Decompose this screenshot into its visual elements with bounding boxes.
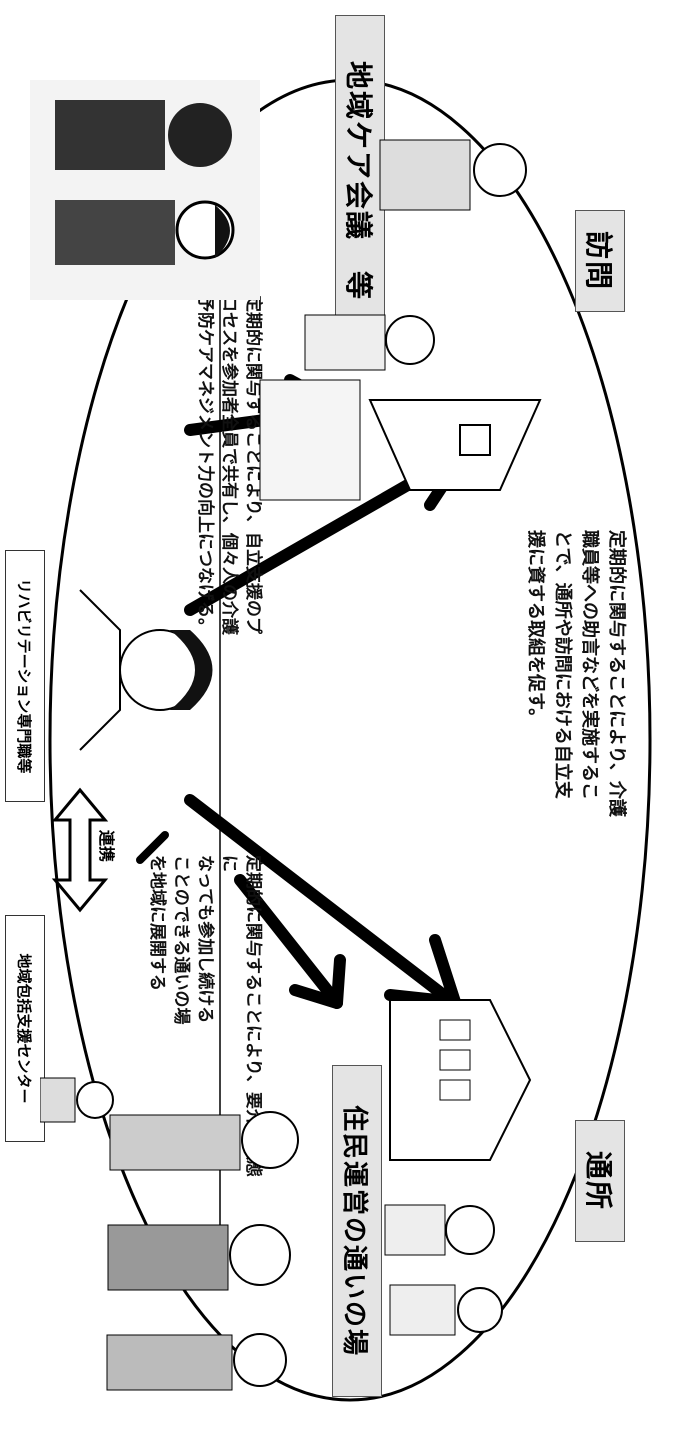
dayservice-illustration: [384, 999, 532, 1336]
visit-label: 訪問: [575, 210, 625, 312]
rehab-role-box: リハビリテーション専門職等: [5, 550, 45, 802]
center-role-box: 地域包括支援センター: [5, 915, 45, 1142]
dayservice-label: 通所: [575, 1120, 625, 1242]
link-double-arrow: [51, 787, 109, 913]
link-label: 連携: [97, 830, 116, 863]
center-staff-illustration: [40, 1077, 114, 1123]
community-place-illustration: [106, 1111, 299, 1391]
visit-home-illustration: [259, 139, 542, 501]
arrow-to-community: [234, 874, 346, 1009]
professional-person-illustration: [79, 589, 213, 751]
services-caption: 定期的に関与することにより、介護 職員等への助言などを実施するこ とで、通所や訪…: [525, 530, 627, 817]
conference-people-illustration: [30, 80, 260, 300]
